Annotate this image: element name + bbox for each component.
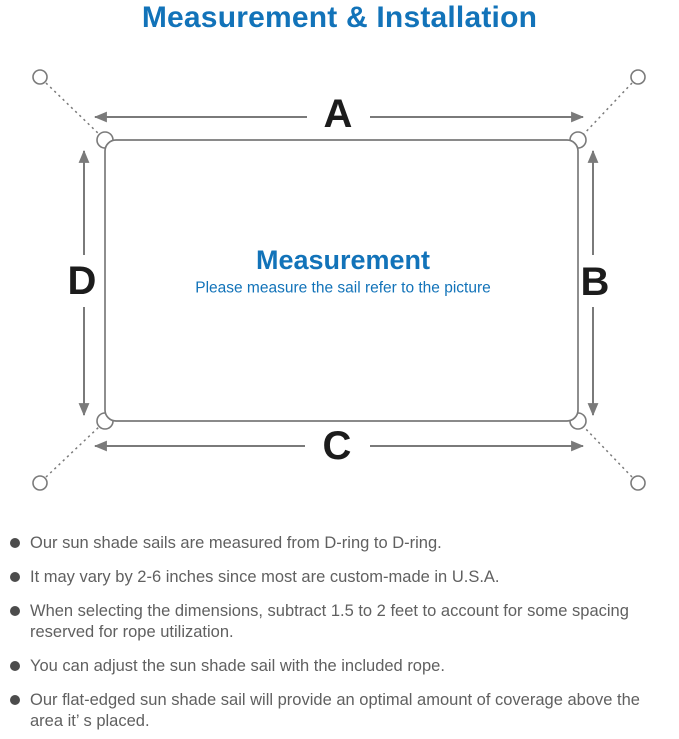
- anchor-point-bottom-right: [630, 475, 646, 491]
- anchor-point-bottom-left: [32, 475, 48, 491]
- notes-list: Our sun shade sails are measured from D-…: [10, 533, 665, 739]
- list-item: Our sun shade sails are measured from D-…: [10, 533, 665, 554]
- dimension-label-d: D: [68, 259, 97, 303]
- dimension-label-c: C: [323, 424, 352, 468]
- list-item: You can adjust the sun shade sail with t…: [10, 656, 665, 677]
- bullet-icon: [10, 661, 20, 671]
- dimension-label-b: B: [581, 260, 610, 304]
- tether-bottom-right: [581, 424, 633, 478]
- list-item: When selecting the dimensions, subtract …: [10, 601, 665, 643]
- bullet-icon: [10, 572, 20, 582]
- bullet-icon: [10, 695, 20, 705]
- tether-top-left: [45, 82, 102, 137]
- diagram-center-subtitle: Please measure the sail refer to the pic…: [195, 280, 491, 297]
- diagram-center-title: Measurement: [256, 245, 430, 275]
- anchor-point-top-left: [32, 69, 48, 85]
- note-text: You can adjust the sun shade sail with t…: [30, 657, 445, 675]
- bullet-icon: [10, 538, 20, 548]
- list-item: It may vary by 2-6 inches since most are…: [10, 567, 665, 588]
- sail-outline: [104, 139, 579, 422]
- note-text: Our flat-edged sun shade sail will provi…: [30, 691, 640, 730]
- anchor-point-top-right: [630, 69, 646, 85]
- note-text: When selecting the dimensions, subtract …: [30, 602, 629, 641]
- note-text: It may vary by 2-6 inches since most are…: [30, 568, 500, 586]
- note-text: Our sun shade sails are measured from D-…: [30, 534, 442, 552]
- tether-bottom-left: [45, 424, 102, 478]
- dimension-label-a: A: [324, 92, 353, 136]
- list-item: Our flat-edged sun shade sail will provi…: [10, 690, 665, 732]
- page-title: Measurement & Installation: [141, 1, 538, 34]
- tether-top-right: [581, 82, 633, 137]
- bullet-icon: [10, 606, 20, 616]
- measurement-diagram: A C D B Measurement Please measure the s…: [32, 69, 646, 491]
